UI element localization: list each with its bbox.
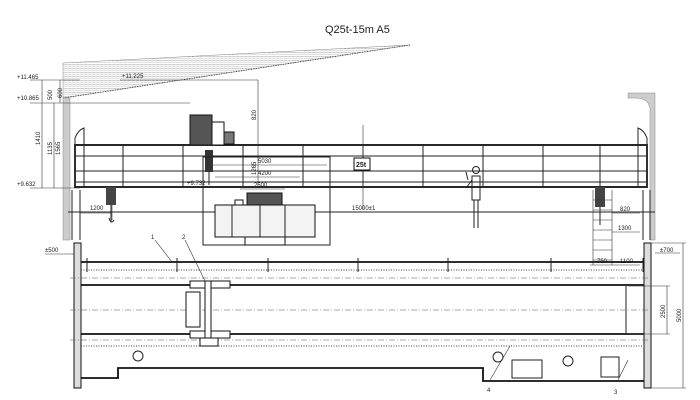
part-label-2: 2 [182, 235, 186, 241]
rail-gauge-label: 2500 [661, 304, 667, 318]
part-label-4: 4 [487, 388, 491, 394]
dim-label: 500 [48, 89, 54, 100]
span-label: 15000±1 [352, 206, 376, 212]
right-hook [595, 187, 605, 225]
dim-label: 600 [58, 87, 64, 98]
level-label: +11.225 [122, 74, 144, 80]
inset-dim: 2500 [254, 183, 268, 189]
dim-label: 1135 [48, 141, 54, 155]
dim-label: 1565 [56, 141, 62, 155]
elevation-view: 25t [17, 44, 680, 266]
dim-label: 820 [252, 109, 258, 120]
plan-trolley [185, 280, 231, 347]
left-end-carriage [71, 127, 85, 240]
level-label: +10.865 [17, 96, 40, 102]
level-label: +11.465 [17, 75, 39, 81]
part-label-3: 3 [614, 390, 618, 396]
left-end-truck [73, 242, 82, 389]
bridge-girder: 25t [74, 125, 648, 210]
wheel-base-label: 5000 [677, 308, 683, 322]
right-end-truck [643, 242, 652, 389]
access-ladder [592, 190, 613, 265]
inset-dim: 4200 [258, 171, 272, 177]
right-floor-label: ±700 [660, 248, 674, 254]
walkway-platform [81, 367, 644, 382]
capacity-plate-text: 25t [356, 162, 367, 169]
drawing-title: Q25t-15m A5 [325, 24, 390, 36]
part-label-1: 1 [151, 235, 155, 241]
dim-label: 1410 [36, 131, 42, 145]
left-wall [62, 97, 71, 241]
left-floor-label: ±500 [45, 248, 59, 254]
level-label: +9.632 [17, 182, 36, 188]
right-end-carriage [637, 127, 651, 240]
dim-label: 1265 [252, 161, 258, 175]
right-dim: 1300 [618, 226, 632, 232]
trolley-end-view [202, 156, 331, 246]
left-hook [106, 187, 116, 223]
capacity-plate [353, 157, 371, 171]
plan-view: 2500 5000 1 2 3 4 [70, 235, 686, 396]
level-label: +9.732 [187, 181, 206, 187]
hook-approach-label: 1200 [90, 206, 104, 212]
inset-dim: 5030 [258, 159, 272, 165]
operator-figure [465, 166, 481, 228]
plan-fittings [132, 350, 620, 379]
right-dim: 820 [620, 207, 631, 213]
trolley [189, 114, 235, 185]
right-wall [627, 92, 656, 241]
